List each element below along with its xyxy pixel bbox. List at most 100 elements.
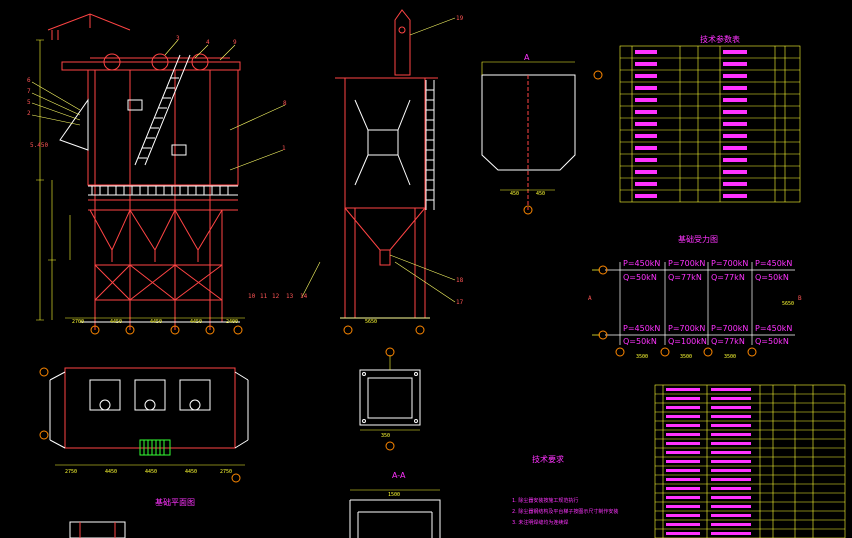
side-grid-bubbles bbox=[343, 325, 425, 335]
load-top-p-3: P=450kN bbox=[755, 259, 792, 268]
parts-table-cell-mark bbox=[711, 442, 751, 445]
callout-7: 7 bbox=[27, 88, 31, 95]
callout-10: 10 bbox=[248, 293, 256, 300]
elevation-label-a: 5.450 bbox=[30, 142, 48, 149]
tech-table-cell-mark bbox=[635, 62, 657, 66]
tech-table-cell-mark bbox=[723, 62, 747, 66]
flange-detail-view bbox=[359, 355, 421, 431]
parts-table-cell-mark bbox=[666, 532, 700, 535]
tech-table-cell-mark bbox=[723, 182, 747, 186]
parts-table-border bbox=[654, 384, 846, 538]
tech-table-cell-mark bbox=[635, 86, 657, 90]
plan-view bbox=[49, 367, 249, 466]
tech-table-cell-mark bbox=[635, 194, 657, 198]
notes-item-3: 3. 未注明焊缝均为连续焊 bbox=[512, 519, 568, 526]
detail-grid-bubble-bottom bbox=[523, 205, 533, 215]
flange-grid-bubble-bottom bbox=[385, 441, 395, 451]
tech-table-cell-mark bbox=[723, 158, 747, 162]
side-callout-leaders bbox=[301, 17, 456, 303]
load-span-dim: 5650 bbox=[782, 301, 794, 307]
tech-table-cell-mark bbox=[635, 98, 657, 102]
parts-table-cell-mark bbox=[711, 388, 751, 391]
load-bot-p-2: P=700kN bbox=[711, 324, 748, 333]
load-top-q-1: Q=77kN bbox=[668, 273, 702, 282]
parts-table-cell-mark bbox=[666, 451, 700, 454]
main-dim-0: 2700 bbox=[72, 319, 84, 325]
load-bot-q-3: Q=50kN bbox=[755, 337, 789, 346]
main-vertical-dimensions bbox=[36, 39, 71, 321]
main-elevation-view bbox=[47, 13, 241, 330]
plan-dim-0: 2750 bbox=[65, 469, 77, 475]
load-top-p-1: P=700kN bbox=[668, 259, 705, 268]
tech-table-cell-mark bbox=[723, 98, 747, 102]
section-title: A-A bbox=[392, 471, 406, 480]
parts-table-cell-mark bbox=[666, 505, 700, 508]
tech-table-cell-mark bbox=[635, 122, 657, 126]
main-dim-4: 2400 bbox=[226, 319, 238, 325]
parts-table-cell-mark bbox=[711, 424, 751, 427]
callout-9: 2 bbox=[27, 110, 31, 117]
notes-item-1: 1. 除尘器安装按施工规范执行 bbox=[512, 497, 578, 504]
parts-list-table bbox=[654, 384, 846, 538]
parts-table-cell-mark bbox=[711, 514, 751, 517]
parts-table-cell-mark bbox=[666, 424, 700, 427]
callout-5: 3 bbox=[176, 35, 180, 42]
load-top-q-0: Q=50kN bbox=[623, 273, 657, 282]
detail-title: A bbox=[524, 53, 530, 62]
callout-2: 1 bbox=[282, 145, 286, 152]
plan-dim-4: 2750 bbox=[220, 469, 232, 475]
plan-dim-1: 4450 bbox=[105, 469, 117, 475]
detail-dim-0: 450 bbox=[510, 191, 519, 197]
parts-table-cell-mark bbox=[666, 415, 700, 418]
side-dim-0: 5650 bbox=[365, 319, 377, 325]
tech-table-border bbox=[619, 45, 801, 203]
load-bot-p-3: P=450kN bbox=[755, 324, 792, 333]
tech-table-cell-mark bbox=[635, 170, 657, 174]
tech-table-cell-mark bbox=[723, 110, 747, 114]
load-top-p-2: P=700kN bbox=[711, 259, 748, 268]
load-top-q-2: Q=77kN bbox=[711, 273, 745, 282]
support-dim-0: 3500 bbox=[636, 354, 648, 360]
load-top-p-0: P=450kN bbox=[623, 259, 660, 268]
load-diagram-title: 基础受力图 bbox=[678, 234, 718, 244]
parts-table-cell-mark bbox=[711, 406, 751, 409]
parts-table-cell-mark bbox=[666, 388, 700, 391]
parts-table-cell-mark bbox=[711, 415, 751, 418]
side-elevation-view bbox=[335, 9, 438, 319]
callout-11: 11 bbox=[260, 293, 268, 300]
tech-table-cell-mark bbox=[723, 146, 747, 150]
callout-4: 4 bbox=[206, 39, 210, 46]
parts-table-cell-mark bbox=[666, 514, 700, 517]
parts-table-cell-mark bbox=[711, 523, 751, 526]
tech-table-title: 技术参数表 bbox=[700, 34, 740, 44]
main-dim-2: 4450 bbox=[150, 319, 162, 325]
load-bot-p-1: P=700kN bbox=[668, 324, 705, 333]
tech-table-cell-mark bbox=[635, 134, 657, 138]
axis-label-b: B bbox=[798, 295, 802, 302]
load-bot-q-2: Q=77kN bbox=[711, 337, 745, 346]
callout-12: 12 bbox=[272, 293, 280, 300]
load-top-q-3: Q=50kN bbox=[755, 273, 789, 282]
tech-table-cell-mark bbox=[635, 110, 657, 114]
callout-13: 13 bbox=[286, 293, 294, 300]
plan-dim-3: 4450 bbox=[185, 469, 197, 475]
tech-table-cell-mark bbox=[723, 194, 747, 198]
tech-table-cell-mark bbox=[723, 74, 747, 78]
parts-table-cell-mark bbox=[711, 469, 751, 472]
parts-table-cell-mark bbox=[666, 460, 700, 463]
callout-18: 18 bbox=[456, 277, 464, 284]
tech-table-cell-mark bbox=[635, 146, 657, 150]
support-dim-1: 3500 bbox=[680, 354, 692, 360]
parts-table-cell-mark bbox=[711, 532, 751, 535]
parts-table-cell-mark bbox=[666, 496, 700, 499]
notes-item-2: 2. 除尘器钢结构及平台梯子按图示尺寸制作安装 bbox=[512, 508, 618, 515]
callout-19: 19 bbox=[456, 15, 464, 22]
load-diagram-frame bbox=[592, 262, 795, 345]
parts-table-cell-mark bbox=[711, 487, 751, 490]
parts-table-cell-mark bbox=[711, 451, 751, 454]
parts-table-cell-mark bbox=[666, 433, 700, 436]
load-bot-q-0: Q=50kN bbox=[623, 337, 657, 346]
tech-table-cell-mark bbox=[635, 50, 657, 54]
parts-table-cell-mark bbox=[711, 460, 751, 463]
tech-table-cell-mark bbox=[723, 50, 747, 54]
